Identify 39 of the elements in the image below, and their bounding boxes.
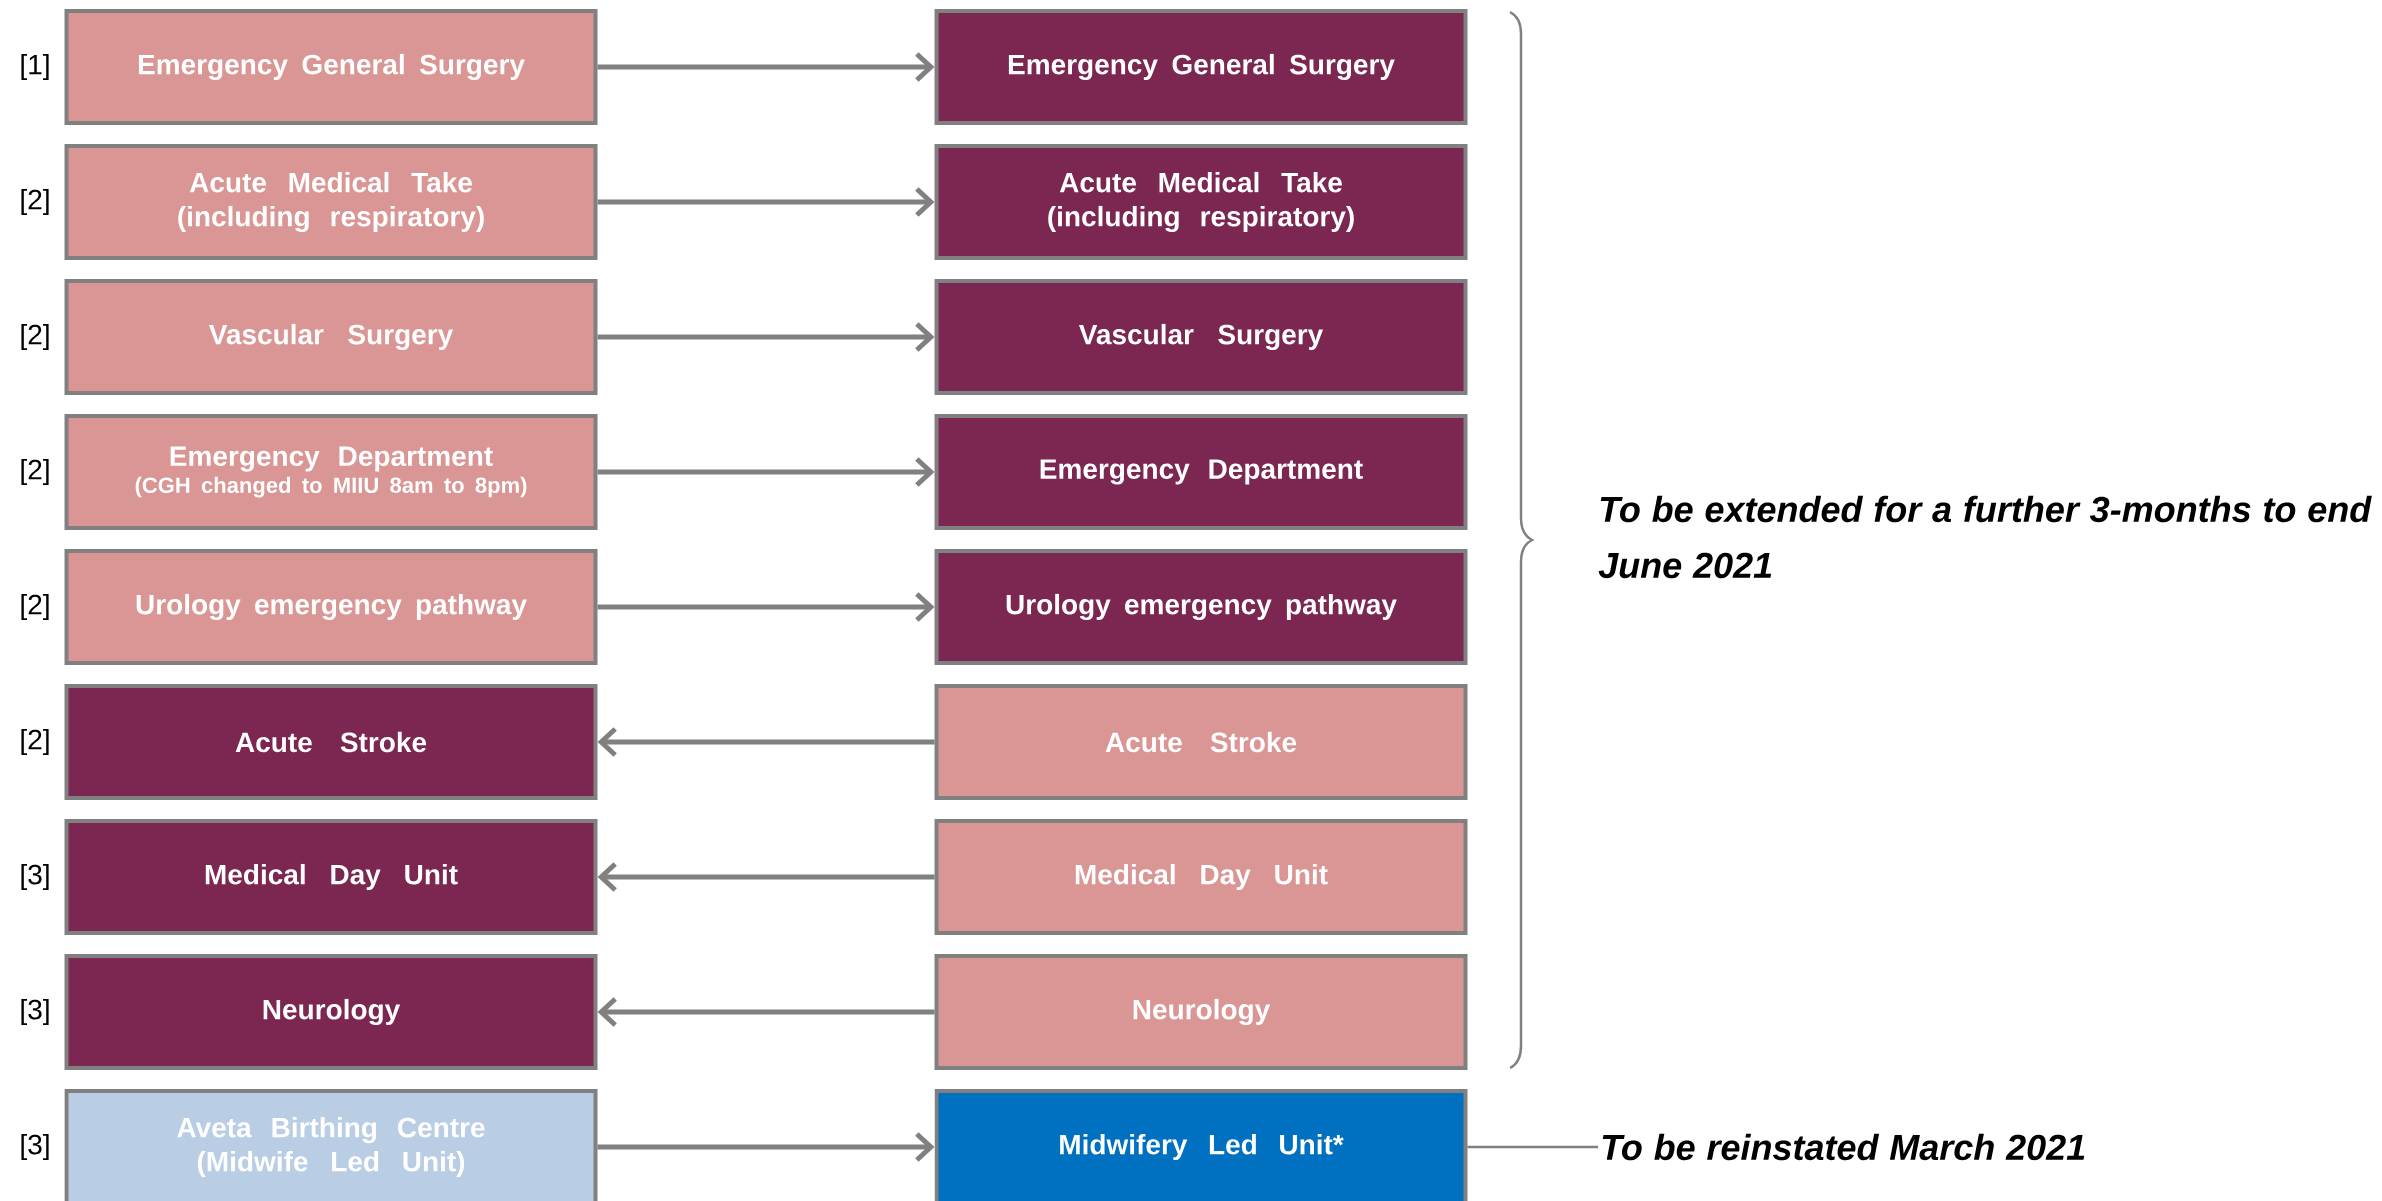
arrow — [597, 997, 935, 1027]
service-box: Emergency Department — [934, 414, 1468, 530]
arrow — [597, 52, 935, 82]
arrow — [597, 862, 935, 892]
arrow — [597, 592, 935, 622]
leader-line — [1467, 1145, 1598, 1149]
note-text: To be reinstated March 2021 — [1602, 1133, 2085, 1161]
row-number: [2] — [21, 593, 49, 621]
arrow — [597, 187, 935, 217]
arrow — [597, 727, 935, 757]
service-box: Aveta Birthing Centre (Midwife Led Unit) — [64, 1089, 598, 1201]
service-box: Neurology — [934, 954, 1468, 1070]
service-box: Emergency Department (CGH changed to MIIU 8am to 8pm) — [64, 414, 598, 530]
row-number: [3] — [21, 998, 49, 1026]
row-number: [3] — [21, 863, 49, 891]
service-box: Acute Medical Take (including respiratory) — [934, 144, 1468, 260]
service-box: Emergency General Surgery — [934, 9, 1468, 125]
service-box: Urology emergency pathway — [934, 549, 1468, 665]
service-box: Midwifery Led Unit* — [934, 1089, 1468, 1201]
service-box: Acute Medical Take (including respiratory) — [64, 144, 598, 260]
row-number: [2] — [21, 323, 49, 351]
row-number: [1] — [21, 53, 49, 81]
note-text: To be extended for a further 3-months to end June 2021 — [1598, 495, 2372, 579]
service-box: Emergency General Surgery — [64, 9, 598, 125]
service-box: Acute Stroke — [64, 684, 598, 800]
row-number: [2] — [21, 728, 49, 756]
row-number: [2] — [21, 188, 49, 216]
service-box: Medical Day Unit — [64, 819, 598, 935]
service-box: Acute Stroke — [934, 684, 1468, 800]
service-box: Medical Day Unit — [934, 819, 1468, 935]
service-box: Urology emergency pathway — [64, 549, 598, 665]
row-number: [2] — [21, 458, 49, 486]
arrow — [597, 1132, 935, 1162]
service-box: Neurology — [64, 954, 598, 1070]
arrow — [597, 322, 935, 352]
arrow — [597, 457, 935, 487]
service-box: Vascular Surgery — [934, 279, 1468, 395]
row-number: [3] — [21, 1133, 49, 1161]
service-box: Vascular Surgery — [64, 279, 598, 395]
